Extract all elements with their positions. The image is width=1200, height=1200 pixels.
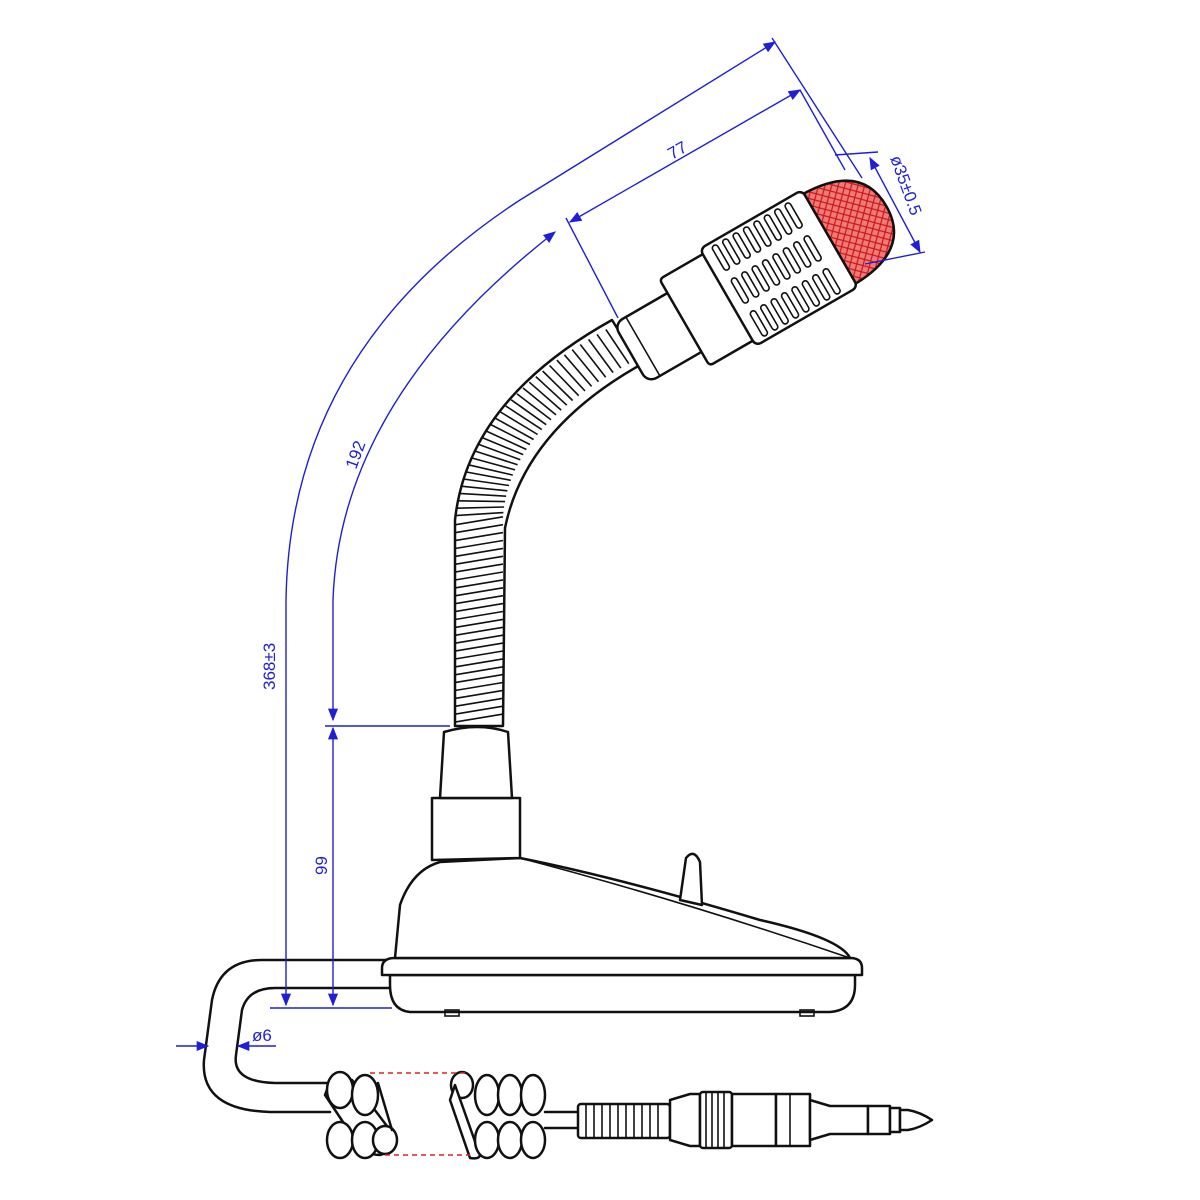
microphone-head bbox=[616, 179, 896, 381]
dim-cable-diameter: ø6 bbox=[252, 1026, 272, 1045]
dim-gooseneck-length: 192 bbox=[342, 438, 370, 471]
dim-capsule-diameter: ø35±0.5 bbox=[886, 153, 925, 218]
dimension-lines bbox=[176, 37, 926, 1052]
stem-collar bbox=[430, 725, 522, 862]
dim-capsule-length: 77 bbox=[665, 138, 691, 164]
jack-plug bbox=[543, 1090, 934, 1150]
desk-base bbox=[380, 852, 864, 1017]
cable bbox=[202, 958, 392, 1114]
coiled-cable bbox=[323, 1070, 547, 1160]
dim-base-height: 99 bbox=[312, 856, 331, 875]
gooseneck-rib bbox=[457, 500, 506, 503]
gooseneck bbox=[453, 318, 642, 728]
dim-total-length: 368±3 bbox=[260, 643, 279, 690]
